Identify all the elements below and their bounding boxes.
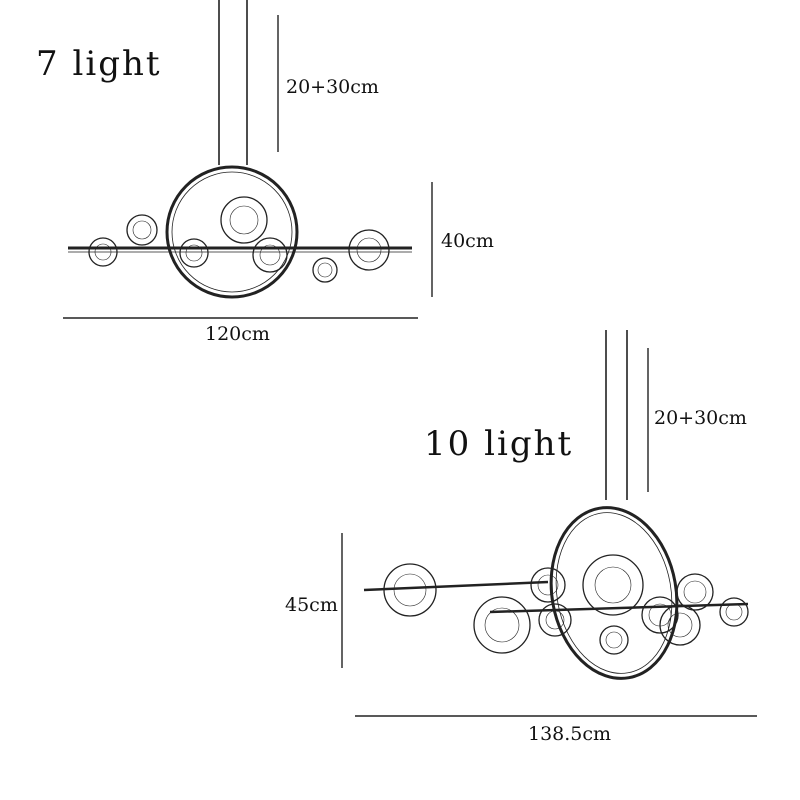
variant-title-10-light: 10 light (424, 424, 574, 464)
globe (719, 597, 749, 627)
globe (473, 596, 531, 654)
globe (659, 604, 701, 646)
globe (252, 237, 288, 273)
horizontal-bar-lower (489, 602, 749, 614)
ring-frame (549, 506, 679, 680)
fixture-width-label-7-light: 120cm (205, 323, 270, 345)
globe (676, 573, 714, 611)
globe (179, 238, 209, 268)
globe (126, 214, 158, 246)
globe (220, 196, 268, 244)
globe (641, 596, 679, 634)
globe (383, 563, 437, 617)
globe (538, 603, 572, 637)
glass-globes (383, 554, 749, 655)
globe (530, 567, 566, 603)
globe (599, 625, 629, 655)
globe (88, 237, 118, 267)
fixture-width-label-10-light: 138.5cm (528, 723, 612, 745)
globe (348, 229, 390, 271)
glass-globes (88, 196, 390, 283)
variant-title-7-light: 7 light (36, 44, 162, 84)
globe (312, 257, 338, 283)
height-adjust-label-10-light: 20+30cm (654, 407, 747, 429)
ring-frame (165, 165, 299, 299)
fixture-height-label-7-light: 40cm (441, 230, 494, 252)
fixture-height-label-10-light: 45cm (285, 594, 338, 616)
height-adjust-label-7-light: 20+30cm (286, 76, 379, 98)
horizontal-bar-upper (363, 580, 549, 592)
ten-light-fixture (341, 330, 757, 717)
globe (582, 554, 644, 616)
seven-light-fixture (63, 0, 433, 319)
